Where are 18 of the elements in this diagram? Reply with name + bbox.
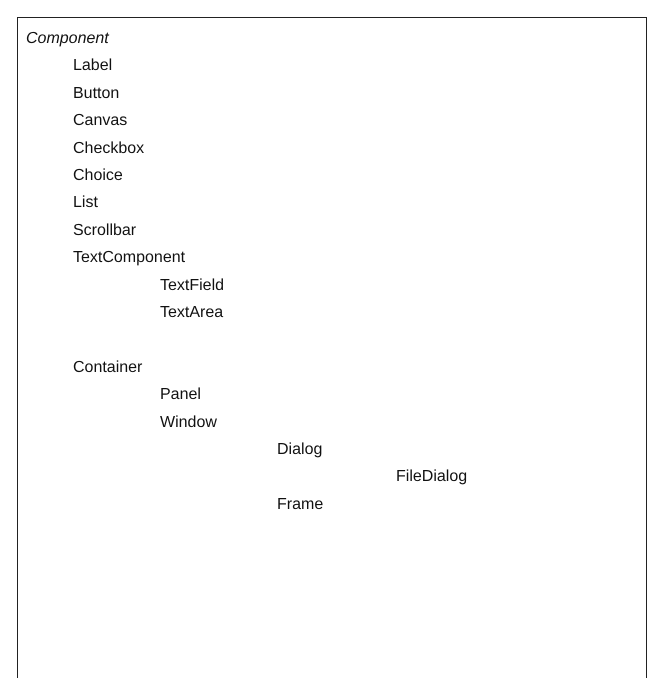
class-name: Scrollbar xyxy=(73,220,136,241)
class-name: Dialog xyxy=(277,440,322,460)
hierarchy-panel xyxy=(17,17,647,678)
class-name: Component xyxy=(26,29,109,49)
class-name: TextComponent xyxy=(73,248,186,268)
class-name: Checkbox xyxy=(73,138,144,159)
class-name: Choice xyxy=(73,166,123,186)
class-name: Label xyxy=(73,56,112,76)
class-name: List xyxy=(73,193,98,214)
class-name: FileDialog xyxy=(396,467,468,488)
class-name: Frame xyxy=(277,494,324,515)
class-name: Canvas xyxy=(73,111,128,132)
class-name: Container xyxy=(73,358,142,378)
class-name: Button xyxy=(73,84,120,104)
class-name: Window xyxy=(160,412,217,433)
class-name: TextField xyxy=(160,276,224,296)
class-name: Panel xyxy=(160,385,201,406)
class-name: TextArea xyxy=(160,303,224,323)
